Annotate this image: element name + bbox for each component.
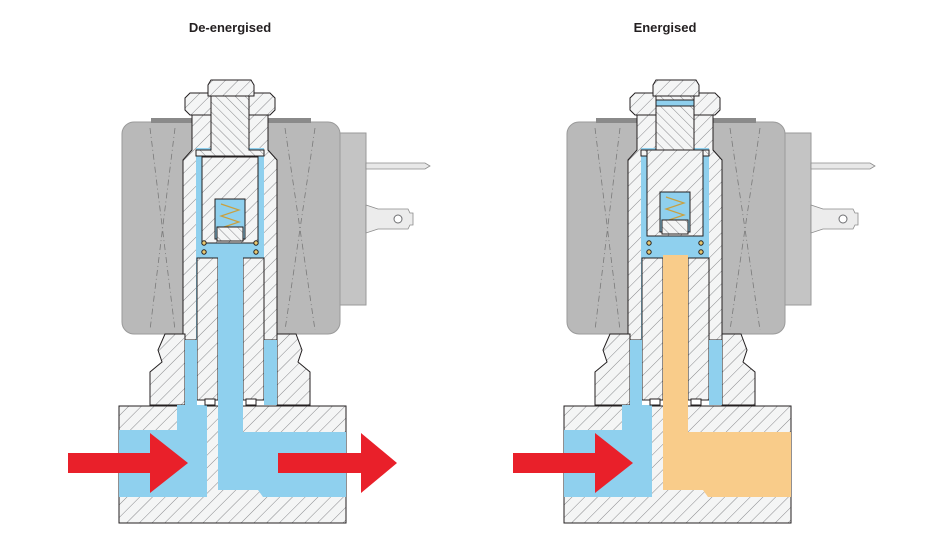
o-ring <box>698 249 704 255</box>
inlet-flow-arrow <box>68 433 188 493</box>
o-ring <box>201 240 207 246</box>
top-fluid-gap <box>655 99 695 107</box>
stem-wall-left <box>196 257 219 401</box>
spring-icon <box>664 196 686 222</box>
coil-winding-mark <box>729 127 761 331</box>
bonnet-right <box>721 333 756 406</box>
connector-housing <box>337 132 367 306</box>
o-ring <box>201 249 207 255</box>
o-ring <box>646 249 652 255</box>
outlet-flow-arrow <box>278 433 397 493</box>
o-ring <box>646 240 652 246</box>
fixed-core <box>195 95 265 157</box>
seal-disc <box>661 219 689 235</box>
terminal-pin-icon <box>365 162 431 170</box>
bonnet-left <box>149 333 186 406</box>
spade-terminal-icon <box>365 204 414 234</box>
annulus-right <box>709 340 722 405</box>
tube-cap <box>652 79 700 97</box>
seat-seal-left <box>204 398 216 406</box>
seal-disc <box>216 226 244 242</box>
panel-title-energised: Energised <box>633 20 697 35</box>
outlet-port-fluid <box>663 405 791 497</box>
stem-wall-left <box>641 257 664 401</box>
coil-winding-mark <box>594 127 621 331</box>
stem-channel <box>218 255 243 405</box>
bonnet-right <box>276 333 311 406</box>
terminal-hole <box>838 214 848 224</box>
outlet-port-fluid <box>218 405 346 497</box>
seat-seal-right <box>245 398 257 406</box>
annulus-left <box>185 340 197 405</box>
seat-seal-right <box>690 398 702 406</box>
connector-housing <box>782 132 812 306</box>
panel-title-de-energised: De-energised <box>188 20 272 35</box>
spade-terminal-icon <box>810 204 859 234</box>
spring-icon <box>219 203 241 229</box>
annulus-right <box>264 340 277 405</box>
o-ring <box>253 240 259 246</box>
terminal-hole <box>393 214 403 224</box>
terminal-pin-icon <box>810 162 876 170</box>
valve-energised <box>513 79 876 524</box>
o-ring <box>253 249 259 255</box>
tube-cap <box>207 79 255 97</box>
outlet-channel-fluid <box>663 255 688 432</box>
stem-wall-right <box>687 257 710 401</box>
annulus-left <box>630 340 642 405</box>
coil-winding-mark <box>284 127 316 331</box>
inlet-flow-arrow <box>513 433 633 493</box>
o-ring <box>698 240 704 246</box>
bonnet-left <box>594 333 631 406</box>
seat-seal-left <box>649 398 661 406</box>
coil-winding-mark <box>149 127 176 331</box>
stem-wall-right <box>242 257 265 401</box>
valve-de-energised <box>68 79 431 524</box>
